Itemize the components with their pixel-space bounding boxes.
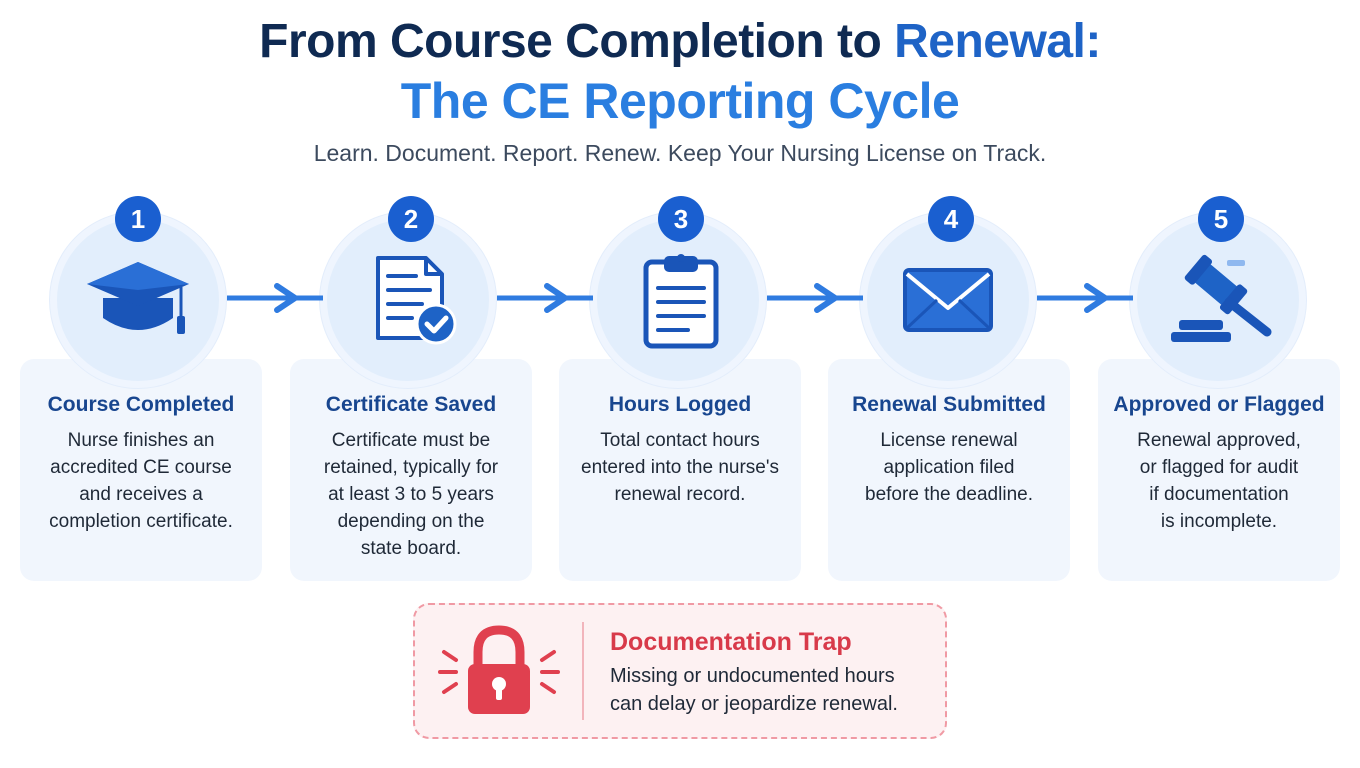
arrow-right-icon [227,283,323,313]
step-number-badge-5: 5 [1198,196,1244,242]
certificate-check-icon [376,256,457,345]
step-card-3 [559,359,801,581]
arrow-right-icon [497,283,593,313]
graduation-cap-icon [87,262,189,334]
step-title-2: Certificate Saved [325,393,497,416]
step-card-2 [290,359,532,581]
step-card-4 [828,359,1070,581]
step-card-1 [20,359,262,581]
page-subtitle: Learn. Document. Report. Renew. Keep You… [313,140,1047,166]
step-title-4: Renewal Submitted [852,393,1046,416]
step-number-badge-2: 2 [388,196,434,242]
arrow-right-icon [1037,283,1133,313]
padlock-icon [438,625,560,714]
step-description-5: Renewal approved, or flagged for audit i… [1137,430,1301,532]
step-number-badge-4: 4 [928,196,974,242]
trap-divider [582,622,584,720]
step-title-3: Hours Logged [608,393,752,416]
title-highlight: Renewal: [894,15,1101,68]
step-description-2: Certificate must be retained, typically … [323,430,499,559]
page-title: From Course Completion to Renewal: [0,14,1360,70]
clipboard-icon [643,254,719,349]
step-card-5 [1098,359,1340,581]
step-description-4: License renewal application filed before… [865,430,1033,505]
page-title-line2: The CE Reporting Cycle [400,73,960,129]
title-text: From Course Completion to [259,15,895,68]
step-title-5: Approved or Flagged [1113,393,1325,416]
trap-description: Missing or undocumented hours can delay … [610,665,898,715]
step-number-badge-1: 1 [115,196,161,242]
arrow-right-icon [767,283,863,313]
step-description-1: Nurse finishes an accredited CE course a… [49,430,233,532]
envelope-icon [903,268,993,332]
trap-title: Documentation Trap [610,628,852,656]
step-number-badge-3: 3 [658,196,704,242]
step-title-1: Course Completed [47,393,235,416]
step-description-3: Total contact hours entered into the nur… [581,430,779,505]
gavel-icon [1171,254,1272,342]
